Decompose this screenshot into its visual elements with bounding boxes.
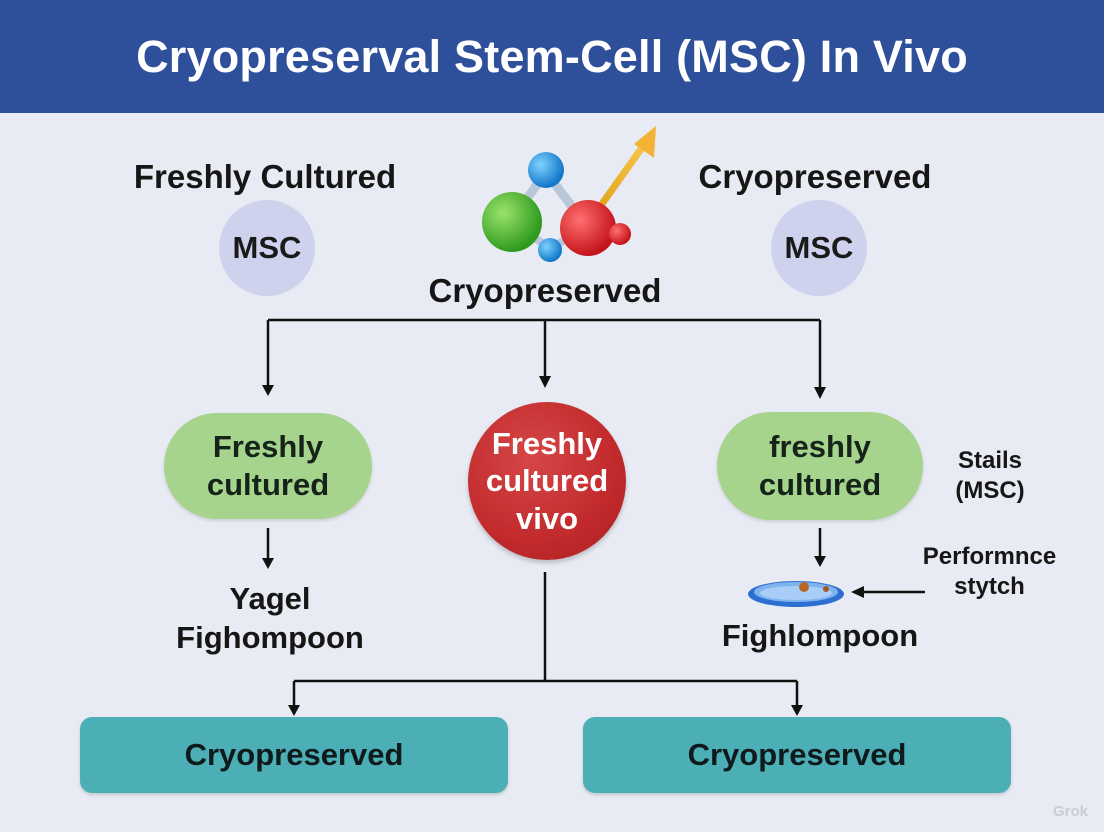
center-circle-node: Freshly cultured vivo [468, 402, 626, 560]
bottom-box-left-label: Cryopreserved [184, 737, 404, 772]
outcome-left: Yagel Fighompoon [176, 581, 364, 655]
bottom-box-right: Cryopreserved [583, 717, 1011, 793]
top-right-heading: Cryopreserved [698, 158, 932, 195]
right-pill-label: freshly cultured [758, 429, 882, 502]
watermark: Grok [1052, 803, 1088, 820]
top-center-label: Cryopreserved [428, 272, 662, 309]
bottom-box-left: Cryopreserved [80, 717, 508, 793]
left-pill-node: Freshly cultured [164, 413, 372, 519]
stails-note: Stails (MSC) [955, 447, 1025, 504]
center-circle-label: Freshly cultured vivo [485, 426, 609, 536]
title-banner: Cryopreserval Stem-Cell (MSC) In Vivo [0, 0, 1104, 113]
bottom-box-right-label: Cryopreserved [687, 737, 907, 772]
right-pill-node: freshly cultured [717, 412, 923, 520]
top-left-heading: Freshly Cultured [133, 158, 397, 195]
left-pill-label: Freshly cultured [206, 429, 330, 502]
dish-icon [748, 581, 844, 607]
molecule-icon [482, 126, 656, 262]
msc-circle-right: MSC [771, 200, 867, 296]
page-title: Cryopreserval Stem-Cell (MSC) In Vivo [136, 30, 968, 82]
outcome-right: Fighlompoon [721, 618, 919, 653]
msc-circle-left: MSC [219, 200, 315, 296]
performance-note: Performnce stytch [922, 543, 1057, 600]
